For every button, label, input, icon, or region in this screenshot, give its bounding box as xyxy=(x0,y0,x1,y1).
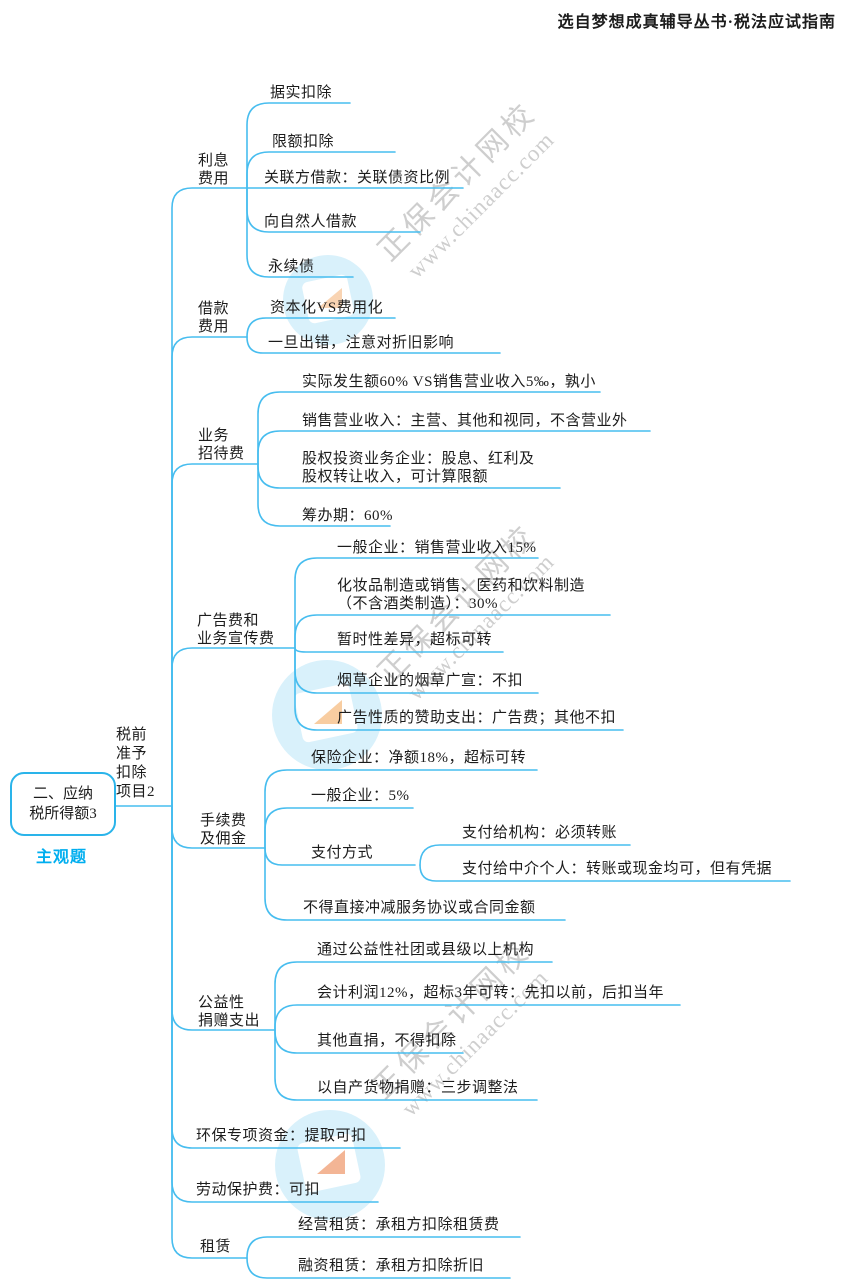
node-temporary-difference-carryover: 暂时性差异，超标可转 xyxy=(337,632,493,648)
node-preparation-period-60pct: 筹办期：60% xyxy=(302,508,393,524)
node-accounting-profit-12pct: 会计利润12%，超标3年可转：先扣以前，后扣当年 xyxy=(317,985,664,1001)
branch-business-entertainment: 业务 招待费 xyxy=(198,428,245,462)
node-general-enterprise-15pct: 一般企业：销售营业收入15% xyxy=(337,540,537,556)
node-insurance-18pct: 保险企业：净额18%，超标可转 xyxy=(311,750,526,766)
node-operating-lease: 经营租赁：承租方扣除租赁费 xyxy=(298,1217,500,1233)
node-capitalize-vs-expense: 资本化VS费用化 xyxy=(270,300,384,316)
node-equity-investment-enterprise: 股权投资业务企业：股息、红利及 股权转让收入，可计算限额 xyxy=(302,451,535,485)
watermark-logo-fold xyxy=(318,288,342,308)
node-cosmetics-pharma-beverage-30pct: 化妆品制造或销售、医药和饮料制造 （不含酒类制造）：30% xyxy=(337,578,586,612)
branch-pretax-deduction-items: 税前 准予 扣除 项目2 xyxy=(116,727,156,800)
branch-public-welfare-donation: 公益性 捐赠支出 xyxy=(198,995,261,1029)
node-environmental-special-fund: 环保专项资金：提取可扣 xyxy=(196,1128,367,1144)
branch-interest-expense: 利息 费用 xyxy=(198,153,230,187)
watermark-logo-fold xyxy=(314,700,342,724)
subjective-question-note: 主观题 xyxy=(36,849,88,866)
page-header-title: 选自梦想成真辅导丛书·税法应试指南 xyxy=(557,14,836,31)
node-actual-60pct-vs-revenue-5permille: 实际发生额60% VS销售营业收入5‰，孰小 xyxy=(302,374,596,390)
node-general-enterprise-5pct: 一般企业：5% xyxy=(311,788,410,804)
node-perpetual-bond: 永续债 xyxy=(268,259,315,275)
branch-handling-fee-commission: 手续费 及佣金 xyxy=(200,813,247,847)
node-loan-from-individual: 向自然人借款 xyxy=(264,214,358,230)
watermark-logo-fold xyxy=(317,1150,345,1174)
node-ad-sponsorship-expense: 广告性质的赞助支出：广告费；其他不扣 xyxy=(337,710,617,726)
branch-advertising-promotion: 广告费和 业务宣传费 xyxy=(197,613,275,647)
branch-lease: 租赁 xyxy=(200,1239,232,1255)
node-deduct-as-incurred: 据实扣除 xyxy=(270,85,333,101)
node-via-public-org-county-level: 通过公益性社团或县级以上机构 xyxy=(317,942,535,958)
node-no-direct-offset-contract: 不得直接冲减服务协议或合同金额 xyxy=(303,900,536,916)
node-error-depreciation-impact: 一旦出错，注意对折旧影响 xyxy=(268,335,455,351)
node-related-party-loan: 关联方借款：关联债资比例 xyxy=(264,170,451,186)
root-node-taxable-income: 二、应纳 税所得额3 xyxy=(10,772,116,836)
node-labor-protection-fee: 劳动保护费：可扣 xyxy=(196,1182,321,1198)
node-quota-deduction: 限额扣除 xyxy=(272,134,335,150)
node-self-produced-goods-donation: 以自产货物捐赠：三步调整法 xyxy=(317,1080,519,1096)
node-direct-donation-nondeductible: 其他直捐，不得扣除 xyxy=(317,1033,457,1049)
node-pay-individual-agent: 支付给中介个人：转账或现金均可，但有凭据 xyxy=(462,861,773,877)
node-pay-institution-transfer: 支付给机构：必须转账 xyxy=(462,825,618,841)
branch-borrowing-cost: 借款 费用 xyxy=(198,301,230,335)
node-sales-revenue-scope: 销售营业收入：主营、其他和视同，不含营业外 xyxy=(302,413,628,429)
node-payment-method: 支付方式 xyxy=(311,845,374,861)
node-finance-lease: 融资租赁：承租方扣除折旧 xyxy=(298,1258,485,1274)
node-tobacco-ads-nondeductible: 烟草企业的烟草广宣：不扣 xyxy=(337,673,524,689)
